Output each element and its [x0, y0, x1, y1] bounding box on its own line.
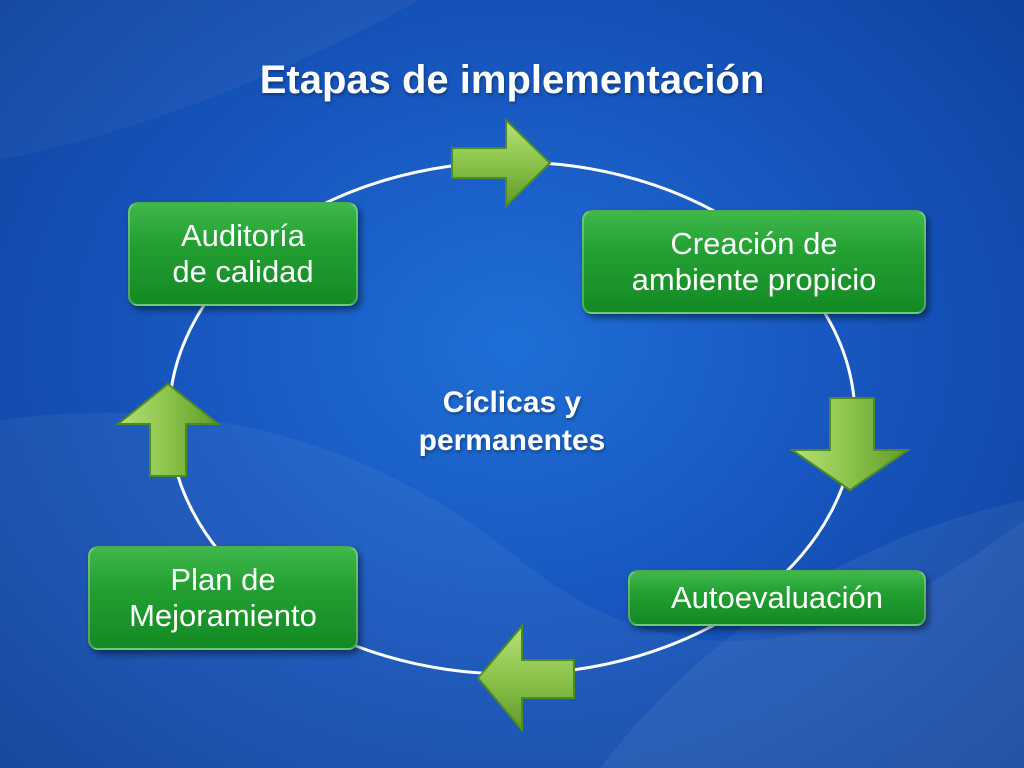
stage-auditoria-box: Auditoría de calidad	[128, 202, 358, 306]
arrow-right-icon	[451, 117, 552, 209]
center-line1: Cíclicas y	[442, 386, 582, 419]
arrow-left-icon	[476, 623, 575, 733]
stage-auditoria-line1: Auditoría	[180, 218, 306, 253]
stage-creacion-box: Creación de ambiente propicio	[582, 210, 926, 314]
stage-plan-box: Plan de Mejoramiento	[88, 546, 358, 650]
center-line2: permanentes	[418, 424, 606, 457]
stage-auditoria-line2: de calidad	[172, 254, 314, 289]
stage-creacion-line2: ambiente propicio	[631, 262, 877, 297]
stage-plan-line1: Plan de	[170, 562, 276, 597]
arrow-up-icon	[115, 382, 221, 477]
cycle-center-label: Cíclicas y permanentes	[362, 384, 662, 460]
stage-autoevaluacion-box: Autoevaluación	[628, 570, 926, 626]
stage-plan-line2: Mejoramiento	[129, 598, 317, 633]
arrow-down-icon	[788, 397, 912, 492]
stage-creacion-line1: Creación de	[670, 226, 838, 261]
slide-title: Etapas de implementación	[259, 58, 765, 102]
stage-autoevaluacion-label: Autoevaluación	[671, 580, 883, 615]
